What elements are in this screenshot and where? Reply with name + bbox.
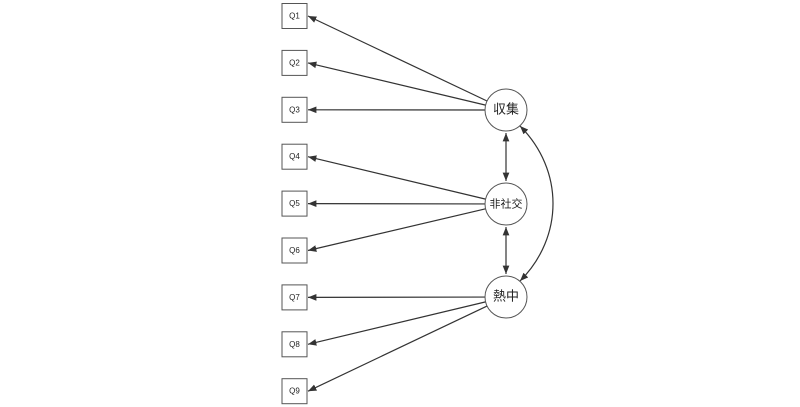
- latent-label: 収集: [493, 102, 519, 118]
- observed-node-q9[interactable]: Q9: [281, 378, 308, 405]
- observed-label: Q4: [289, 152, 300, 161]
- observed-node-q6[interactable]: Q6: [281, 237, 308, 264]
- observed-label: Q5: [289, 199, 300, 208]
- observed-node-q5[interactable]: Q5: [281, 190, 308, 217]
- latent-label: 熱中: [493, 290, 519, 305]
- loading-arrow-3-q9: [307, 305, 488, 392]
- latent-label: 非社交: [490, 197, 523, 211]
- loading-arrow-2-q6: [307, 208, 486, 252]
- observed-label: Q2: [289, 58, 300, 67]
- observed-label: Q7: [289, 293, 300, 302]
- observed-node-q2[interactable]: Q2: [281, 49, 308, 76]
- latent-node-1[interactable]: 収集: [484, 88, 528, 132]
- loading-arrow-3-q8: [307, 301, 486, 346]
- observed-label: Q3: [289, 105, 300, 114]
- observed-node-q4[interactable]: Q4: [281, 143, 308, 170]
- covariance-arrow-3: [519, 125, 554, 282]
- observed-label: Q6: [289, 246, 300, 255]
- observed-node-q7[interactable]: Q7: [281, 284, 308, 311]
- loading-arrow-1-q2: [307, 61, 486, 106]
- observed-label: Q1: [289, 12, 300, 21]
- observed-label: Q8: [289, 340, 300, 349]
- latent-node-3[interactable]: 熱中: [484, 275, 528, 319]
- observed-node-q8[interactable]: Q8: [281, 331, 308, 358]
- observed-label: Q9: [289, 387, 300, 396]
- observed-node-q1[interactable]: Q1: [281, 3, 308, 29]
- latent-node-2[interactable]: 非社交: [484, 182, 528, 226]
- observed-node-q3[interactable]: Q3: [281, 96, 308, 123]
- loading-arrow-2-q4: [307, 155, 486, 200]
- loading-arrow-1-q1: [307, 15, 488, 102]
